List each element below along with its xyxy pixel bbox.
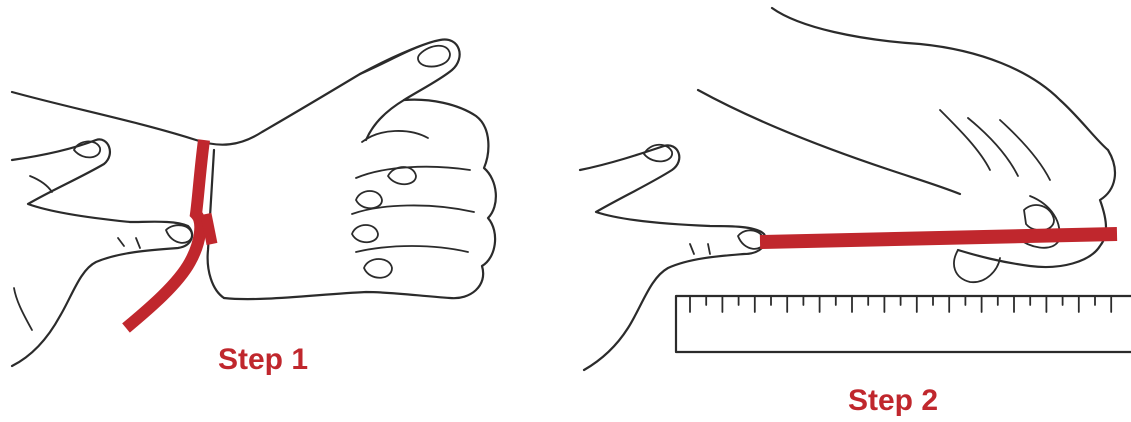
forearm-outline [12, 46, 420, 145]
thumb-nail [418, 46, 450, 67]
measuring-strip-straight [760, 234, 1117, 242]
finger-line-1 [940, 110, 990, 170]
fingernail-4 [364, 259, 392, 278]
helper-wrist-line [14, 288, 32, 330]
lower-hand-outline [580, 145, 766, 370]
knuckle-line-1 [362, 131, 428, 142]
upper-hand-outline [772, 8, 1115, 267]
step-1-label: Step 1 [218, 343, 308, 377]
thumb-outline [360, 40, 460, 140]
step-2-label: Step 2 [848, 384, 938, 418]
ruler [676, 296, 1131, 352]
helper-crease-2 [118, 238, 124, 246]
helper-fingernail [166, 225, 192, 243]
fingernail-2 [356, 191, 382, 208]
ruler-ticks [690, 296, 1111, 312]
ruler-measure-illustration [560, 0, 1131, 422]
measuring-strip-end [206, 214, 212, 244]
knuckle-line-2 [356, 167, 470, 178]
upper-arm-outline [698, 90, 960, 194]
step-1-panel: Step 1 [0, 0, 560, 422]
knuckle-line-4 [356, 246, 468, 252]
lower-crease-1 [690, 244, 694, 254]
knuckle-line-3 [352, 205, 474, 214]
helper-crease-1 [30, 176, 52, 192]
lower-crease-2 [708, 244, 710, 254]
finger-line-3 [1000, 120, 1050, 180]
helper-crease-3 [136, 238, 140, 248]
helper-hand-outline [12, 139, 192, 366]
step-2-panel: Step 2 [560, 0, 1131, 422]
fingernail-3 [352, 225, 378, 242]
